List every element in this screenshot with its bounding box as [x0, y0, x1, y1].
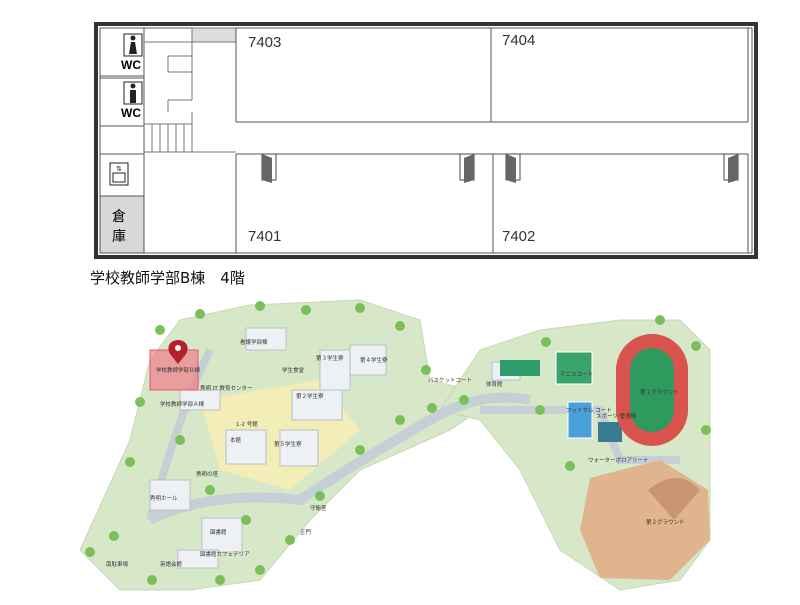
- label-tower: 秀明の塔: [196, 470, 219, 478]
- label-futsal: フットサル コート: [566, 407, 612, 414]
- elevator-icon: ⇅: [109, 162, 129, 186]
- label-dorm3: 第３学生寮: [316, 354, 344, 362]
- storage-label: 倉庫: [112, 208, 126, 244]
- label-bus: 英語会館: [160, 560, 183, 568]
- label-cafeteria: 図書館カフェテリア: [200, 550, 250, 558]
- location-pin-icon: [168, 340, 188, 364]
- label-library: 図書館: [210, 528, 227, 536]
- label-gate: 正門: [300, 529, 312, 536]
- label-building-a: 学校教師学部Ａ棟: [160, 400, 205, 408]
- floor-plan-drawing: ⇅: [94, 22, 758, 259]
- restroom-label: WC: [121, 58, 141, 72]
- label-dorm2: 第２学生寮: [296, 392, 324, 400]
- label-nursing: 看護学部棟: [240, 338, 268, 346]
- campus-map-drawing: 学校教師学部Ｂ棟 看護学部棟 学生食堂 第３学生寮 第４学生寮 秀明 IT 教育…: [79, 299, 711, 591]
- label-sports-bldg: スポーツ 管理棟: [596, 412, 637, 420]
- label-student-hall: 学生食堂: [282, 366, 305, 374]
- room-7402-label: 7402: [502, 228, 536, 245]
- sports-building: [598, 422, 622, 442]
- room-7404-label: 7404: [502, 32, 536, 49]
- room-7403-label: 7403: [248, 34, 282, 51]
- label-hall12: 1-2 号館: [236, 420, 258, 428]
- label-tennis: テニスコート: [560, 371, 593, 378]
- door-icon: [505, 153, 521, 183]
- floor-caption: 学校教師学部B棟 4階: [90, 269, 245, 287]
- floor-plan: ⇅ 7403 7404 7401 7402 WC WC 倉庫: [0, 0, 800, 262]
- room-7401-label: 7401: [248, 228, 282, 245]
- running-track: [616, 334, 688, 446]
- gym-roof: [500, 360, 540, 376]
- door-icon: [459, 153, 475, 183]
- campus-map: 学校教師学部Ｂ棟 看護学部棟 学生食堂 第３学生寮 第４学生寮 秀明 IT 教育…: [60, 290, 800, 600]
- label-it-center: 秀明 IT 教育センター: [200, 384, 252, 392]
- restroom-icon: [123, 81, 143, 105]
- label-dorm5: 第５学生寮: [274, 440, 302, 448]
- label-dorm4: 第４学生寮: [360, 356, 388, 364]
- label-ground2: 第２グラウンド: [646, 518, 685, 526]
- door-icon: [261, 153, 277, 183]
- tennis-court: [555, 351, 593, 385]
- label-basketball: バスケットコート: [428, 377, 472, 384]
- label-gym: 体育館: [486, 380, 503, 388]
- label-ground1: 第１グラウンド: [640, 388, 679, 396]
- label-water: ウォーターポロアリーナ: [588, 456, 649, 464]
- svg-text:⇅: ⇅: [116, 165, 122, 173]
- label-guard: 守衛室: [310, 504, 327, 512]
- restroom-label: WC: [121, 106, 141, 120]
- building-b-highlight[interactable]: [149, 349, 199, 391]
- label-hall: 秀明ホール: [150, 494, 178, 502]
- futsal-court: [567, 401, 593, 439]
- label-south-parking: 南駐車場: [106, 560, 129, 568]
- label-main-bldg: 本館: [230, 436, 242, 444]
- label-building-b: 学校教師学部Ｂ棟: [156, 366, 201, 374]
- restroom-icon: [123, 33, 143, 57]
- door-icon: [723, 153, 739, 183]
